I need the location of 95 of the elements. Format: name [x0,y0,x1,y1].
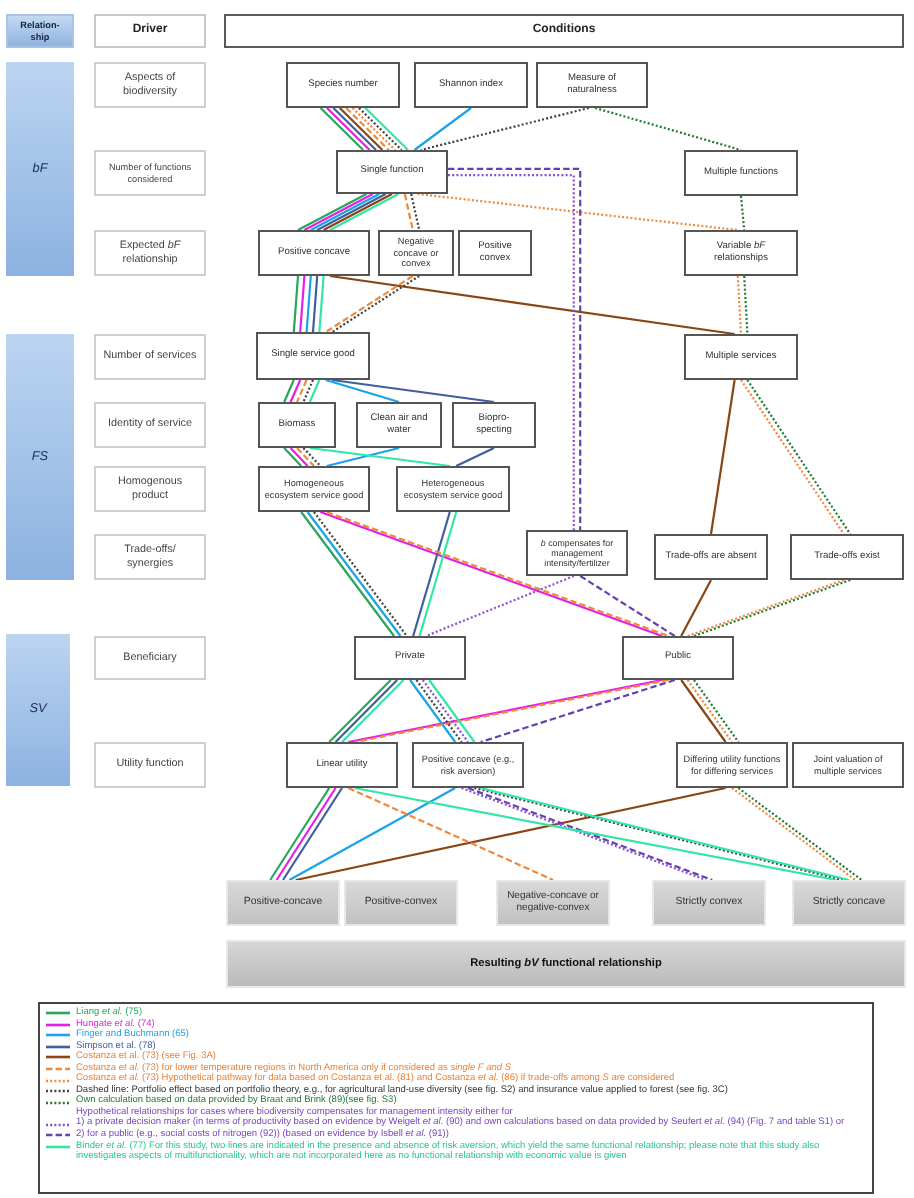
connector-line [303,193,374,231]
driver-box [94,534,206,580]
connector-line [302,447,322,467]
connector-line [332,378,495,404]
connector-line [354,786,837,882]
connector-line [329,274,735,336]
condition-box [536,62,648,108]
condition-box [684,150,798,196]
connector-line [418,511,458,637]
condition-box [526,530,628,576]
connector-line [410,193,421,231]
connector-line [316,193,387,231]
connector-line [709,379,736,535]
driver-box [94,466,206,512]
driver-box [94,636,206,680]
category-band [6,334,74,580]
connector-line [347,787,554,881]
condition-box [286,62,400,108]
condition-box [676,742,788,788]
connector-line [323,193,393,231]
result-box [652,880,766,926]
connector-line [455,447,495,467]
condition-box [258,466,370,512]
connector-line [299,275,306,333]
connector-line [283,379,295,403]
connector-line [413,107,472,151]
connector-line [292,275,300,333]
connector-line [318,275,325,333]
connector-line [325,378,400,404]
result-box [226,880,340,926]
condition-box [286,742,398,788]
category-band [6,634,70,786]
result-header-bar [226,940,906,988]
driver-box [94,742,206,788]
result-box [496,880,610,926]
connector-line [308,379,321,403]
connector-line [288,787,456,881]
condition-box [790,534,904,580]
connector-line [295,786,726,882]
connector-line [329,193,399,231]
connector-line [289,379,302,403]
connector-line [296,379,308,403]
condition-box [684,230,798,276]
connector-line [326,446,400,468]
connector-line [480,678,676,744]
condition-box [452,402,536,448]
condition-box [396,466,510,512]
connector-line [310,193,380,231]
condition-box [622,636,734,680]
condition-box [258,230,370,276]
connector-line [739,195,746,231]
connector-line [680,579,712,637]
condition-box [336,150,448,194]
condition-box [458,230,532,276]
connector-line [420,106,590,152]
connector-line [428,679,476,743]
condition-box [258,402,336,448]
condition-box [356,402,442,448]
column-header [224,14,904,48]
column-header [94,14,206,48]
category-band [6,62,74,276]
condition-box [792,742,904,788]
condition-box [378,230,454,276]
connector-line [319,107,364,151]
connector-line [309,446,450,468]
connector-line [297,193,367,231]
connector-line [693,679,740,743]
connector-line [579,575,676,637]
condition-box [354,636,466,680]
connector-line [296,447,315,467]
connector-line [425,575,575,637]
driver-box [94,150,206,196]
connector-line [594,106,742,152]
connector-line [305,275,312,333]
condition-box [414,62,528,108]
driver-box [94,62,206,108]
result-box [344,880,458,926]
connector-line [289,447,309,467]
column-header [6,14,74,48]
condition-box [654,534,768,580]
condition-box [412,742,524,788]
connector-line [736,275,743,335]
driver-box [94,334,206,380]
driver-box [94,402,206,448]
connector-line [412,511,451,637]
condition-box [256,332,370,380]
connector-line [311,275,319,333]
connector-line [283,447,302,467]
result-box [792,880,906,926]
connector-line [743,275,749,335]
connector-line [302,379,314,403]
condition-box [684,334,798,380]
driver-box [94,230,206,276]
connector-line [417,192,738,232]
connector-line [403,193,414,231]
